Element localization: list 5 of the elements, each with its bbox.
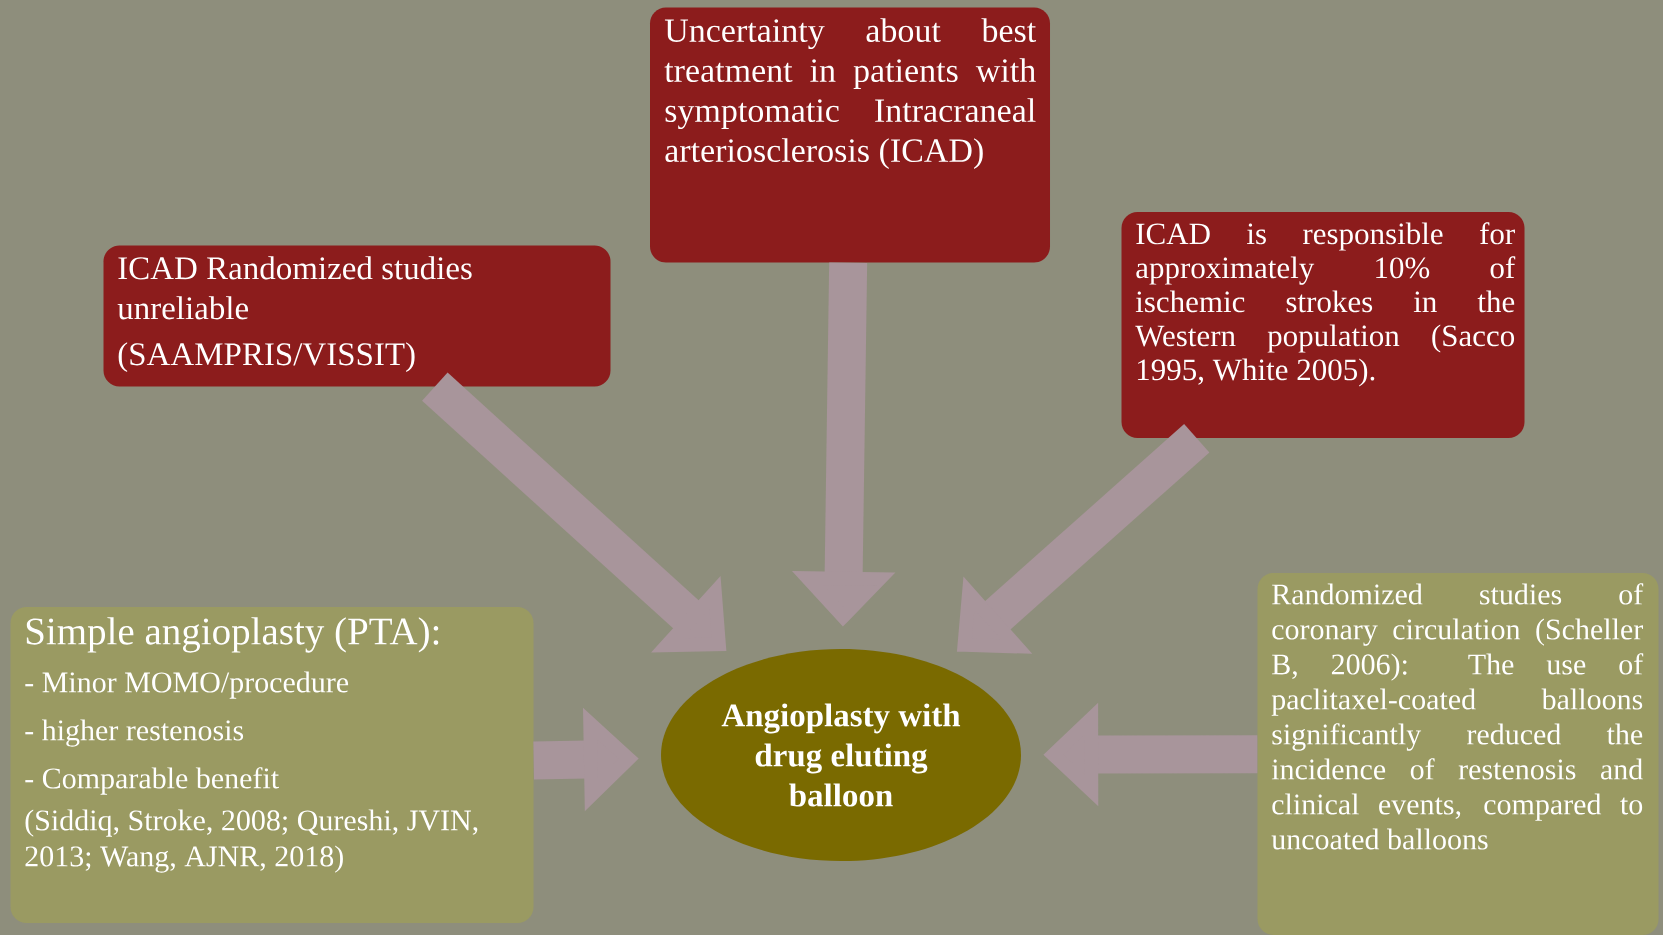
text-box: Uncertainty about best treatment in patients with symptomatic Intracraneal arteriosclerosis (ICAD) bbox=[650, 7, 1050, 263]
text-box: ICAD Randomized studies unreliable (SAAMPRIS/VISSIT) bbox=[103, 245, 611, 387]
text-box: Randomized studies of coronary circulation (Scheller B, 2006): The use of paclitaxel-coated balloons significantly reduced the incidence of restenosis and clinical events, compared to uncoated balloons bbox=[1257, 573, 1659, 935]
text-box: ICAD is responsible for approximately 10% of ischemic strokes in the Western population (Sacco 1995, White 2005). bbox=[1121, 212, 1525, 438]
text-box: Simple angioplasty (PTA): - Minor MOMO/procedure - higher restenosis - Comparable benefit (Siddiq, Stroke, 2008; Qureshi, JVIN, 2013; Wang, AJNR, 2018) bbox=[10, 607, 534, 923]
